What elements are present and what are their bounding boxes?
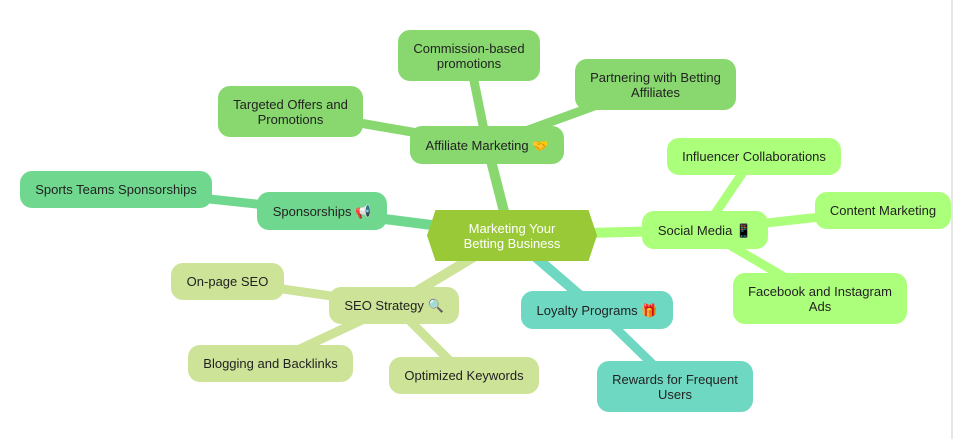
root-node[interactable]: Marketing Your Betting Business: [427, 210, 597, 261]
node-sports-teams-sponsorships[interactable]: Sports Teams Sponsorships: [20, 171, 212, 208]
node-label: Influencer Collaborations: [682, 149, 826, 164]
node-label: Content Marketing: [829, 203, 937, 218]
node-label: Blogging and Backlinks: [203, 356, 338, 371]
node-influencer-collaborations[interactable]: Influencer Collaborations: [667, 138, 841, 175]
node-label: Rewards for Frequent Users: [612, 371, 738, 402]
node-rewards-for-frequent-users[interactable]: Rewards for Frequent Users: [597, 361, 753, 412]
scrollbar-track[interactable]: [951, 0, 953, 439]
node-label: Partnering with Betting Affiliates: [590, 69, 721, 100]
node-commission-based-promotions[interactable]: Commission-based promotions: [398, 30, 540, 81]
branch-sponsorships-label: Sponsorships 📢: [272, 203, 372, 219]
node-label: Commission-based promotions: [413, 40, 525, 71]
branch-sponsorships[interactable]: Sponsorships 📢: [257, 192, 387, 230]
branch-social-media[interactable]: Social Media 📱: [642, 211, 768, 249]
node-label: On-page SEO: [186, 274, 269, 289]
node-blogging-and-backlinks[interactable]: Blogging and Backlinks: [188, 345, 353, 382]
branch-affiliate-marketing-label: Affiliate Marketing 🤝: [425, 137, 549, 153]
node-content-marketing[interactable]: Content Marketing: [815, 192, 951, 229]
node-on-page-seo[interactable]: On-page SEO: [171, 263, 284, 300]
node-optimized-keywords[interactable]: Optimized Keywords: [389, 357, 539, 394]
root-node-label: Marketing Your Betting Business: [463, 220, 561, 251]
node-label: Sports Teams Sponsorships: [35, 182, 197, 197]
node-facebook-and-instagram-ads[interactable]: Facebook and Instagram Ads: [733, 273, 907, 324]
branch-loyalty-programs[interactable]: Loyalty Programs 🎁: [521, 291, 673, 329]
node-targeted-offers-and-promotions[interactable]: Targeted Offers and Promotions: [218, 86, 363, 137]
branch-seo-strategy[interactable]: SEO Strategy 🔍: [329, 287, 459, 324]
branch-loyalty-programs-label: Loyalty Programs 🎁: [536, 302, 658, 318]
node-label: Optimized Keywords: [404, 368, 524, 383]
branch-social-media-label: Social Media 📱: [657, 222, 753, 238]
branch-affiliate-marketing[interactable]: Affiliate Marketing 🤝: [410, 126, 564, 164]
node-partnering-with-betting-affiliates[interactable]: Partnering with Betting Affiliates: [575, 59, 736, 110]
node-label: Facebook and Instagram Ads: [748, 283, 892, 314]
node-label: Targeted Offers and Promotions: [233, 96, 348, 127]
branch-seo-strategy-label: SEO Strategy 🔍: [344, 298, 444, 313]
